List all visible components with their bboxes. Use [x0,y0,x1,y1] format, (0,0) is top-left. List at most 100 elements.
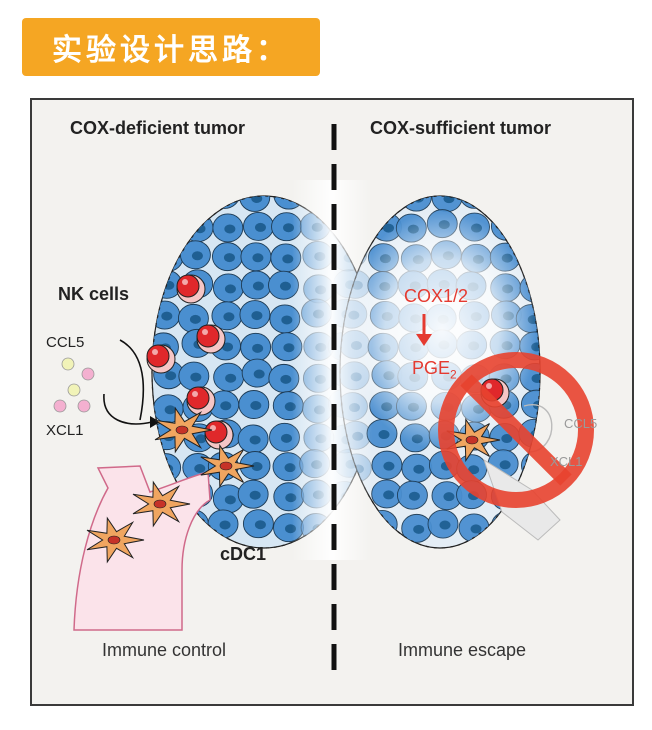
tumor-nucleus-icon [252,281,264,291]
right-footer: Immune escape [398,640,527,660]
dendritic-cell-icon [154,406,213,454]
tumor-nucleus-icon [224,284,236,294]
tumor-cell-icon [152,212,184,242]
tumor-nucleus-icon [443,196,455,204]
cdc1-label: cDC1 [220,544,267,564]
tumor-nucleus-icon [251,311,263,321]
tumor-nucleus-icon [220,401,232,411]
tumor-cell-icon [518,213,540,243]
tumor-nucleus-icon [164,223,176,233]
tumor-nucleus-icon [221,196,233,200]
tumor-nucleus-icon [471,196,483,200]
tumor-nucleus-icon [222,342,234,352]
tumor-nucleus-icon [531,373,540,383]
tumor-nucleus-icon [165,371,177,381]
tumor-nucleus-icon [383,461,395,471]
tumor-nucleus-icon [374,196,376,200]
recruit-arrow [103,393,153,425]
tumor-nucleus-icon [283,343,295,353]
tumor-nucleus-icon [191,251,203,261]
tumor-nucleus-icon [223,253,235,263]
diagram-illustration [53,124,594,680]
tumor-nucleus-icon [282,254,294,264]
tumor-nucleus-icon [378,430,390,440]
tumor-nucleus-icon [528,252,540,262]
tumor-nucleus-icon [189,196,201,205]
tumor-nucleus-icon [224,224,236,234]
tumor-nucleus-icon [530,196,540,201]
tumor-nucleus-icon [195,434,207,444]
tumor-nucleus-icon [383,490,395,500]
tumor-cell-icon [490,196,522,213]
tumor-cell-icon [369,196,401,211]
header-title: 实验设计思路： [52,33,290,68]
tumor-nucleus-icon [281,315,293,325]
tumor-nucleus-icon [443,492,455,502]
tumor-nucleus-icon [470,524,482,534]
tumor-nucleus-icon [251,196,263,203]
nk-cell-icon [204,420,234,450]
tumor-cell-icon [182,213,214,243]
ccl5-label: CCL5 [46,334,85,351]
nk-cell-icon [186,386,216,416]
tumor-nucleus-icon [439,520,451,530]
tumor-nucleus-icon [413,524,425,534]
arrowhead-icon [150,416,160,428]
tumor-nucleus-icon [194,463,206,473]
tumor-nucleus-icon [164,196,176,204]
tumor-nucleus-icon [249,435,261,445]
tumor-nucleus-icon [253,369,265,379]
pge-label: PGE2 [412,358,457,382]
tumor-nucleus-icon [219,520,231,530]
tumor-nucleus-icon [223,312,235,322]
dendritic-cell-icon [200,443,255,489]
tumor-cell-icon [209,196,241,209]
tumor-nucleus-icon [283,223,295,233]
tumor-nucleus-icon [189,314,201,324]
xcl1-label: XCL1 [46,422,84,439]
tumor-nucleus-icon [413,464,425,474]
tumor-nucleus-icon [252,343,264,353]
pge-text: PGE [412,358,451,378]
pge-subscript: 2 [450,367,457,382]
ccl5-faded-label: CCL5 [564,416,598,431]
nk-cell-icon [176,274,206,304]
tumor-cell-icon [177,196,209,214]
tumor-nucleus-icon [502,196,514,204]
tumor-nucleus-icon [531,284,540,294]
tumor-nucleus-icon [252,253,264,263]
tumor-cell-icon [518,196,540,210]
down-arrow-icon [416,314,432,346]
right-title: COX-sufficient tumor [370,118,552,138]
tumor-nucleus-icon [279,281,291,291]
tumor-nucleus-icon [251,461,263,471]
figure-panel: COX-deficient tumor COX-sufficient tumor… [30,98,634,706]
tumor-nucleus-icon [280,433,292,443]
header-banner: 实验设计思路： [22,18,320,76]
tumor-nucleus-icon [224,495,236,505]
xcl1-faded-label: XCL1 [550,454,583,469]
dendritic-cell-icon [132,480,191,528]
tumor-nucleus-icon [530,224,540,234]
dendritic-cell-icon [86,516,145,564]
tumor-nucleus-icon [161,311,173,321]
nk-cell-icon [196,324,226,354]
tumor-nucleus-icon [254,520,266,530]
prohibition-sign-icon [438,352,594,508]
tumor-nucleus-icon [164,253,176,263]
nk-cells-label: NK cells [58,284,130,304]
tumor-nucleus-icon [249,490,261,500]
tumor-nucleus-icon [250,401,262,411]
left-title: COX-deficient tumor [70,118,246,138]
tumor-cell-icon [152,196,184,213]
tumor-nucleus-icon [503,522,515,532]
tumor-nucleus-icon [164,405,176,415]
nk-cell-icon [146,344,176,374]
tumor-nucleus-icon [280,374,292,384]
tumor-nucleus-icon [468,465,480,475]
cox-label: COX1/2 [404,286,469,306]
tumor-cell-icon [459,196,491,209]
tumor-nucleus-icon [190,372,202,382]
tumor-nucleus-icon [254,222,266,232]
tumor-nucleus-icon [408,491,420,501]
